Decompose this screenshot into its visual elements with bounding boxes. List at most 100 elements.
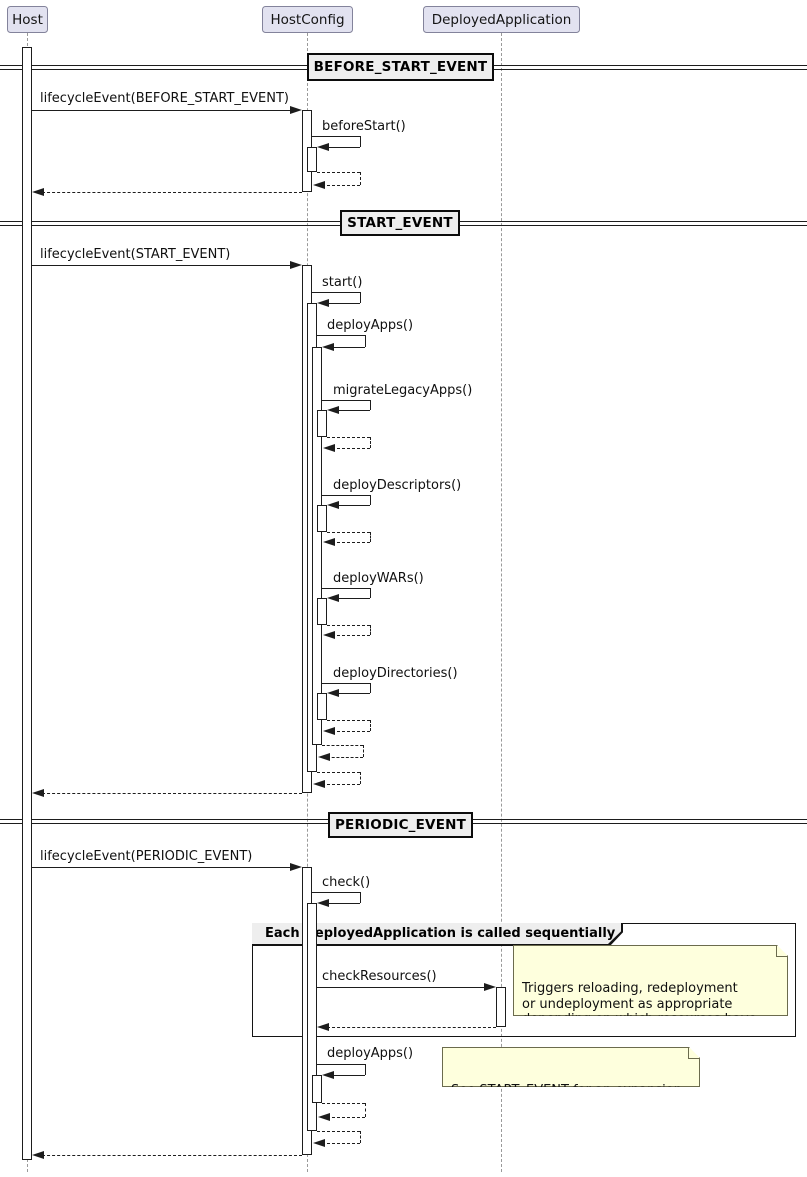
activation-deploywars [317,598,327,625]
arrowhead [323,631,335,639]
return-loop-line [360,1131,361,1143]
return-out-line [327,437,370,438]
message-label: deployApps() [327,1046,414,1061]
message-label: lifecycleEvent(START_EVENT) [40,247,231,262]
arrowhead [322,1071,334,1079]
note-text: See START_EVENT for an expansion of the … [451,1083,682,1114]
participant-deployedapplication: DeployedApplication [423,6,580,33]
message-label: lifecycleEvent(PERIODIC_EVENT) [40,849,253,864]
self-call-out-line [322,495,370,496]
activation-deployapps [312,347,322,745]
arrowhead [317,299,329,307]
divider-label: START_EVENT [347,215,453,231]
note-fold-corner [776,946,787,957]
return-loop-line [370,532,371,542]
message-label: lifecycleEvent(BEFORE_START_EVENT) [40,91,289,106]
arrowhead [317,899,329,907]
arrowhead [323,444,335,452]
arrowhead [323,727,335,735]
self-call-loop-line [365,335,366,347]
divider-label: PERIODIC_EVENT [334,817,467,833]
self-call-out-line [322,400,370,401]
participant-label: DeployedApplication [431,11,572,28]
self-call-loop-line [370,588,371,598]
self-call-return-line [326,903,360,904]
activation-deploydescriptors [317,505,327,532]
self-call-loop-line [370,400,371,410]
arrowhead [32,1151,44,1159]
self-call-return-line [336,693,370,694]
return-loop-line [360,772,361,784]
return-line [327,1117,365,1118]
arrowhead [290,261,302,269]
return-loop-line [370,720,371,731]
arrowhead [313,181,325,189]
message-label: checkResources() [322,969,437,984]
arrowhead [327,594,339,602]
return-line [42,793,302,794]
activation-migratelegacyapps [317,410,327,437]
arrowhead [290,863,302,871]
return-loop-line [363,745,364,757]
self-call-loop-line [370,495,371,505]
participant-label: Host [12,11,43,28]
return-line [332,448,370,449]
self-call-loop-line [360,892,361,903]
self-call-return-line [326,147,360,148]
return-out-line [317,172,360,173]
activation-deploydirectories [317,693,327,720]
self-call-loop-line [360,292,361,303]
participant-hostconfig: HostConfig [262,6,353,33]
participant-label: HostConfig [270,11,345,28]
arrowhead [322,343,334,351]
message-label: deployDirectories() [333,666,458,681]
arrowhead [318,753,330,761]
arrowhead [327,689,339,697]
activation-host [22,47,32,1160]
self-call-return-line [326,303,360,304]
arrowhead [290,106,302,114]
return-line [322,185,360,186]
self-call-out-line [322,588,370,589]
return-line [322,784,360,785]
activation-deployapps-periodic [312,1075,322,1103]
arrowhead [317,143,329,151]
note-deployapps: See START_EVENT for an expansion of the … [442,1047,700,1087]
message-label: deployApps() [327,318,414,333]
return-out-line [322,1103,365,1104]
lifeline-deployedapplication [501,33,502,1172]
return-out-line [327,720,370,721]
activation-beforestart [307,147,317,172]
message-line [32,110,291,111]
note-check-resources: Triggers reloading, redeployment or unde… [513,945,788,1016]
message-label: deployWARs() [333,571,424,586]
arrowhead [313,780,325,788]
return-line [322,1143,360,1144]
self-call-return-line [331,1075,365,1076]
arrowhead [318,1113,330,1121]
group-header-label: Each DeployedApplication is called seque… [265,926,616,941]
message-line [317,987,485,988]
arrowhead [32,188,44,196]
message-line [32,265,291,266]
return-out-line [327,625,370,626]
return-line [42,1155,302,1156]
return-loop-line [370,437,371,448]
return-line [327,1027,496,1028]
message-label: deployDescriptors() [333,478,462,493]
arrowhead [327,406,339,414]
arrowhead [317,1023,329,1031]
return-loop-line [365,1103,366,1117]
message-label: beforeStart() [322,119,406,134]
return-line [332,542,370,543]
arrowhead [32,789,44,797]
return-line [327,757,363,758]
return-out-line [317,1131,360,1132]
return-loop-line [360,172,361,185]
self-call-loop-line [365,1064,366,1075]
divider-periodic-event: PERIODIC_EVENT [328,812,473,838]
activation-deployedapplication [496,987,506,1027]
self-call-return-line [336,598,370,599]
message-label: start() [322,275,363,290]
